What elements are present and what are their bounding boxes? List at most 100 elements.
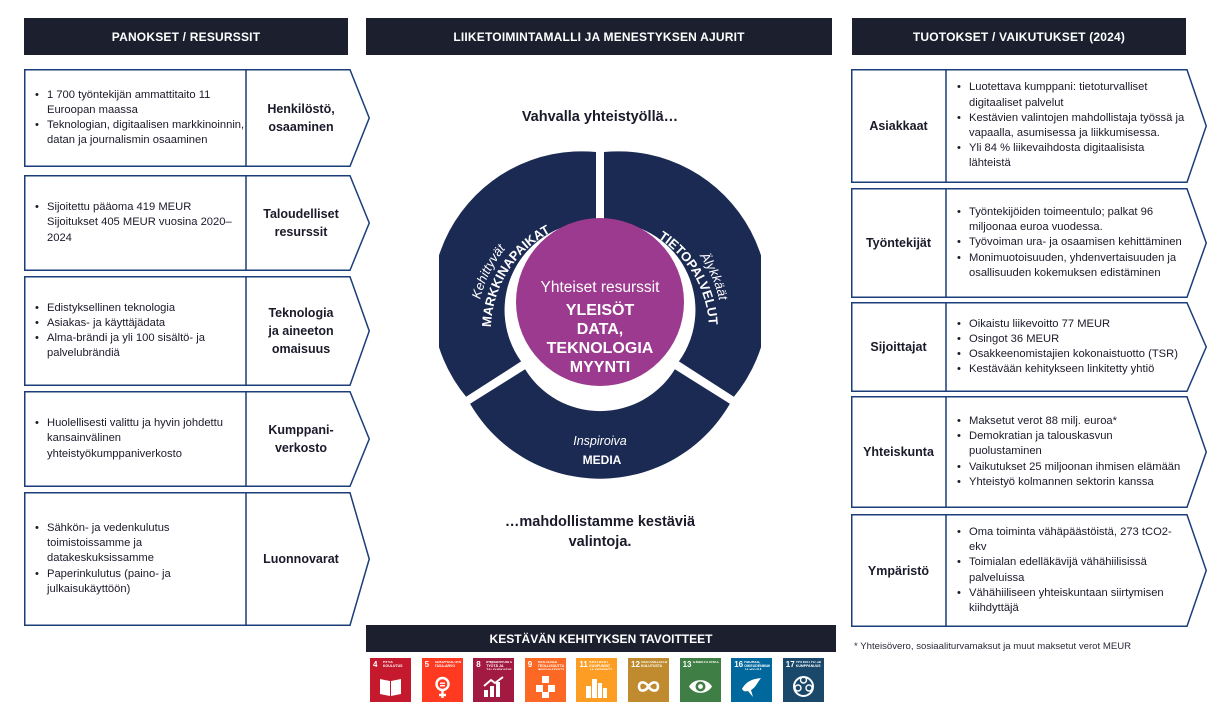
input-row: 1 700 työntekijän ammattitaito 11 Euroop… — [24, 69, 371, 167]
hub-line-4: MYYNTI — [570, 359, 630, 376]
bullet-item: Maksetut verot 88 milj. euroa* — [956, 414, 1188, 429]
business-model-header: LIIKETOIMINTAMALLI JA MENESTYKSEN AJURIT — [366, 18, 832, 55]
segment-media — [470, 369, 730, 479]
output-row: Asiakkaat Luotettava kumppani: tietoturv… — [851, 69, 1208, 183]
bullet-item: Edistyksellinen teknologia — [34, 301, 246, 316]
sdg-number: 16 — [734, 660, 744, 669]
bullet-item: Kestävään kehitykseen linkitetty yhtiö — [956, 362, 1178, 377]
bullet-item: Luotettava kumppani: tietoturvalliset di… — [956, 80, 1188, 110]
output-label: Yhteiskunta — [863, 445, 934, 459]
output-bullets: Oikaistu liikevoitto 77 MEUROsingot 36 M… — [956, 317, 1178, 378]
output-label: Asiakkaat — [869, 119, 928, 133]
output-label: Ympäristö — [867, 563, 930, 578]
input-label: Taloudelliset resurssit — [263, 206, 339, 239]
sdg-tile-8: 8 IHMISARVOISTA TYÖTÄ JA TALOUSKASVUA — [473, 658, 515, 702]
output-row: Ympäristö Oma toiminta vähäpäästöistä, 2… — [851, 514, 1208, 627]
bullet-item: Oikaistu liikevoitto 77 MEUR — [956, 317, 1178, 332]
hub-title: Yhteiset resurssit — [541, 279, 661, 296]
output-bullets: Luotettava kumppani: tietoturvalliset di… — [956, 80, 1188, 171]
bullet-item: Demokratian ja talouskasvun puolustamine… — [956, 429, 1188, 459]
hub-line-3: TEKNOLOGIA — [547, 340, 654, 357]
bullet-item: Työntekijöiden toimeentulo; palkat 96 mi… — [956, 205, 1188, 235]
segment-markkinapaikat — [439, 151, 596, 397]
bullet-item: Yli 84 % liikevaihdosta digitaalisista l… — [956, 141, 1188, 171]
input-label: Luonnovarat — [263, 551, 339, 566]
bullet-item: Teknologian, digitaalisen markkinoinnin,… — [34, 118, 246, 148]
input-bullets: Huolellisesti valittu ja hyvin johdettu … — [34, 416, 246, 462]
sdg-title: VASTUULLISTA KULUTUSTA — [641, 661, 667, 668]
bullet-item: Osingot 36 MEUR — [956, 332, 1178, 347]
input-label: Henkilöstö, osaaminen — [267, 101, 335, 134]
sdg-tile-17: 17 YHTEISTYÖ JA KUMPPANUUS — [782, 658, 824, 702]
inputs-header: PANOKSET / RESURSSIT — [24, 18, 348, 55]
city-icon — [586, 679, 608, 698]
sdg-tile-11: 11 KESTÄVÄT KAUPUNGIT JA YHTEISÖT — [576, 658, 618, 702]
sdg-number: 9 — [527, 660, 533, 669]
sdg-number: 5 — [424, 660, 430, 669]
input-row: Sijoitettu pääoma 419 MEUR Sijoitukset 4… — [24, 175, 371, 271]
output-bullets: Oma toiminta vähäpäästöistä, 273 tCO2-ek… — [956, 525, 1188, 616]
book-icon — [380, 679, 401, 696]
eye-globe-icon — [688, 680, 712, 693]
input-bullets: Sähkön- ja vedenkulutus toimistoissamme … — [34, 521, 246, 597]
input-bullets: 1 700 työntekijän ammattitaito 11 Euroop… — [34, 88, 246, 149]
bullet-item: Työvoiman ura- ja osaamisen kehittäminen — [956, 235, 1188, 250]
rings-icon — [792, 676, 814, 697]
sdg-tile-4: 4 HYVÄ KOULUTUS — [370, 658, 411, 702]
sdg-title: HYVÄ KOULUTUS — [383, 661, 403, 668]
sdg-title: IHMISARVOISTA TYÖTÄ JA TALOUSKASVUA — [486, 661, 513, 670]
bullet-item: Asiakas- ja käyttäjädata — [34, 316, 246, 331]
input-bullets: Edistyksellinen teknologiaAsiakas- ja kä… — [34, 301, 246, 362]
input-bullets: Sijoitettu pääoma 419 MEUR Sijoitukset 4… — [34, 200, 246, 246]
gender-icon — [434, 676, 450, 698]
sdg-tile-12: 12 VASTUULLISTA KULUTUSTA — [628, 658, 669, 702]
footnote: * Yhteisövero, sosiaaliturvamaksut ja mu… — [854, 641, 1132, 652]
bullet-item: Sähkön- ja vedenkulutus toimistoissamme … — [34, 521, 246, 567]
business-model-wheel: Kehittyvät MARKKINAPAIKAT Älykkäät TIETO… — [439, 151, 761, 479]
bullet-item: 1 700 työntekijän ammattitaito 11 Euroop… — [34, 88, 246, 118]
bullet-item: Huolellisesti valittu ja hyvin johdettu … — [34, 416, 246, 462]
sdg-title: ILMASTOTEKOJA — [692, 661, 719, 664]
bottom-tagline: …mahdollistamme kestäviä valintoja. — [504, 514, 696, 551]
bullet-item: Alma-brändi ja yli 100 sisältö- ja palve… — [34, 331, 246, 361]
dove-icon — [742, 678, 762, 697]
segment-bottom-line2: MEDIA — [583, 453, 622, 467]
output-label: Sijoittajat — [870, 340, 927, 354]
sdg-title: KESTÄVÄT KAUPUNGIT JA YHTEISÖT — [589, 661, 613, 670]
sdg-title: RAUHAA, OIKEUDENMUKAISUUTTA JA HYVÄÄ HAL… — [744, 661, 771, 670]
sdg-number: 8 — [476, 660, 481, 669]
input-label: Kumppani- verkosto — [268, 422, 334, 455]
bullet-item: Osakkeenomistajien kokonaistuotto (TSR) — [956, 347, 1178, 362]
output-label: Työntekijät — [865, 236, 932, 250]
bullet-item: Vaikutukset 25 miljoonan ihmisen elämään — [956, 460, 1188, 475]
sdg-tile-9: 9 KESTÄVÄÄ TEOLLISUUTTA, INNOVAATIOITA J… — [524, 658, 566, 702]
bullet-item: Monimuotoisuuden, yhdenvertaisuuden ja o… — [956, 251, 1188, 281]
cubes-icon — [535, 676, 555, 698]
bullet-item: Paperinkulutus (paino- ja julkaisukäyttö… — [34, 567, 246, 597]
bullet-item: Vähähiiliseen yhteiskuntaan siirtymisen … — [956, 586, 1188, 616]
input-row: Sähkön- ja vedenkulutus toimistoissamme … — [24, 492, 371, 626]
output-bullets: Työntekijöiden toimeentulo; palkat 96 mi… — [956, 205, 1188, 281]
sdg-number: 12 — [631, 660, 640, 669]
output-bullets: Maksetut verot 88 milj. euroa*Demokratia… — [956, 414, 1188, 490]
sdg-title: KESTÄVÄÄ TEOLLISUUTTA, INNOVAATIOITA JA … — [537, 661, 564, 670]
sdg-number: 11 — [579, 660, 588, 669]
hub-circle — [516, 218, 684, 386]
sdg-tile-16: 16 RAUHAA, OIKEUDENMUKAISUUTTA JA HYVÄÄ … — [731, 658, 773, 702]
input-label: Teknologia ja aineeton omaisuus — [268, 305, 334, 357]
infinity-icon — [637, 681, 660, 692]
sdg-number: 13 — [682, 660, 692, 669]
bullet-item: Kestävien valintojen mahdollistaja työss… — [956, 111, 1188, 141]
sdg-tile-13: 13 ILMASTOTEKOJA — [679, 658, 721, 702]
outputs-header: TUOTOKSET / VAIKUTUKSET (2024) — [852, 18, 1186, 55]
bullet-item: Yhteistyö kolmannen sektorin kanssa — [956, 475, 1188, 490]
output-row: Työntekijät Työntekijöiden toimeentulo; … — [851, 188, 1208, 298]
input-row: Edistyksellinen teknologiaAsiakas- ja kä… — [24, 276, 371, 386]
sdg-title: SUKUPUOLTEN TASA-ARVO — [434, 661, 461, 668]
sdg-number: 4 — [373, 660, 378, 669]
hub-line-2: DATA, — [577, 321, 624, 338]
segment-tietopalvelut — [604, 151, 761, 397]
segment-bottom-line1: Inspiroiva — [573, 434, 627, 448]
growth-icon — [483, 676, 504, 697]
input-row: Huolellisesti valittu ja hyvin johdettu … — [24, 391, 371, 487]
